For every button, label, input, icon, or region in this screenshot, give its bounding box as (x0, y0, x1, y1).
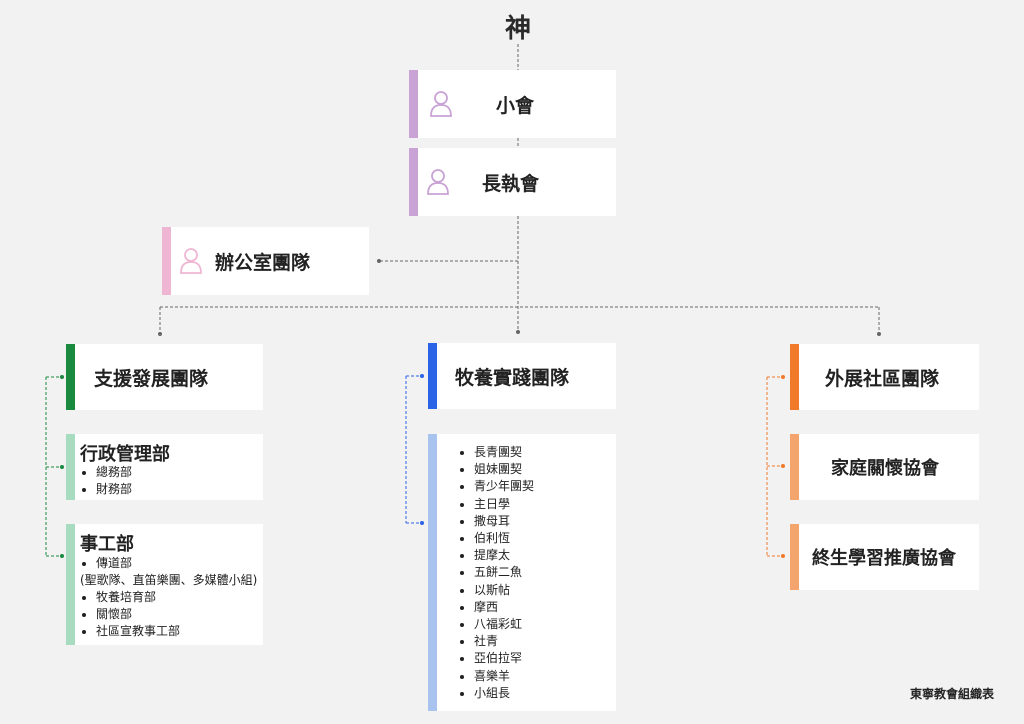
pastoral-team-box: 牧養實踐團隊 (428, 343, 616, 409)
office-box: 辦公室團隊 (162, 227, 369, 295)
root-title: 神 (504, 14, 531, 44)
list-item: 牧養培育部 (96, 589, 257, 606)
support-team-bar (66, 344, 75, 410)
list-item: 亞伯拉罕 (474, 650, 534, 667)
pastoral-groups-bar (428, 434, 437, 711)
list-item: 撒母耳 (474, 513, 534, 530)
deacons-label: 長執會 (482, 172, 540, 195)
family-care-bar (790, 434, 799, 500)
outreach-team-box: 外展社區團隊 (790, 344, 979, 410)
list-item: 傳道部 (96, 555, 257, 572)
chart-caption: 東寧教會組織表 (909, 687, 994, 701)
admin-dept-bar (66, 434, 75, 500)
list-item: (聖歌隊、直笛樂團、多媒體小組) (80, 573, 258, 587)
lifelong-learning-box: 終生學習推廣協會 (790, 524, 979, 590)
pastoral-team-bar (428, 343, 437, 409)
list-item: 社區宣教事工部 (96, 623, 257, 640)
ministry-dept-label: 事工部 (80, 534, 134, 555)
deacons-bar (409, 148, 418, 216)
office-bar (162, 227, 171, 295)
ministry-dept-box: 事工部 傳道部 (聖歌隊、直笛樂團、多媒體小組) 牧養培育部 關懷部 社區宣教事… (66, 524, 263, 645)
support-team-label: 支援發展團隊 (94, 367, 209, 390)
pastoral-groups-box: 長青團契 姐妹團契 青少年團契 主日學 撒母耳 伯利恆 提摩太 五餅二魚 以斯帖… (428, 434, 616, 711)
family-care-label: 家庭關懷協會 (831, 458, 939, 479)
office-label: 辦公室團隊 (215, 251, 311, 274)
outreach-team-label: 外展社區團隊 (825, 367, 940, 390)
list-item: 小組長 (474, 685, 534, 702)
list-item: 長青團契 (474, 444, 534, 461)
list-item: 總務部 (96, 464, 132, 481)
pastoral-groups-list: 長青團契 姐妹團契 青少年團契 主日學 撒母耳 伯利恆 提摩太 五餅二魚 以斯帖… (458, 444, 534, 702)
ministry-dept-bar (66, 524, 75, 645)
admin-dept-box: 行政管理部 總務部 財務部 (66, 434, 263, 500)
lifelong-learning-label: 終生學習推廣協會 (812, 548, 956, 569)
deacons-box: 長執會 (409, 148, 616, 216)
admin-dept-label: 行政管理部 (80, 444, 170, 465)
list-item: 五餅二魚 (474, 564, 534, 581)
pastoral-team-label: 牧養實踐團隊 (455, 366, 570, 389)
session-label: 小會 (496, 94, 535, 117)
outreach-team-bar (790, 344, 799, 410)
list-item: 青少年團契 (474, 478, 534, 495)
person-icon (180, 248, 202, 274)
list-item: 主日學 (474, 496, 534, 513)
person-icon (430, 91, 452, 117)
list-item: 姐妹團契 (474, 461, 534, 478)
list-item: 喜樂羊 (474, 668, 534, 685)
admin-dept-list: 總務部 財務部 (80, 464, 132, 498)
list-item: 關懷部 (96, 606, 257, 623)
list-item: 以斯帖 (474, 582, 534, 599)
list-item: 伯利恆 (474, 530, 534, 547)
list-item: 社青 (474, 633, 534, 650)
list-item: 八福彩虹 (474, 616, 534, 633)
session-box: 小會 (409, 70, 616, 138)
family-care-box: 家庭關懷協會 (790, 434, 979, 500)
ministry-dept-list: 傳道部 (聖歌隊、直笛樂團、多媒體小組) 牧養培育部 關懷部 社區宣教事工部 (80, 555, 257, 640)
session-bar (409, 70, 418, 138)
list-item: 提摩太 (474, 547, 534, 564)
lifelong-learning-bar (790, 524, 799, 590)
support-team-box: 支援發展團隊 (66, 344, 263, 410)
person-icon (427, 169, 449, 195)
list-item: 摩西 (474, 599, 534, 616)
list-item: 財務部 (96, 481, 132, 498)
